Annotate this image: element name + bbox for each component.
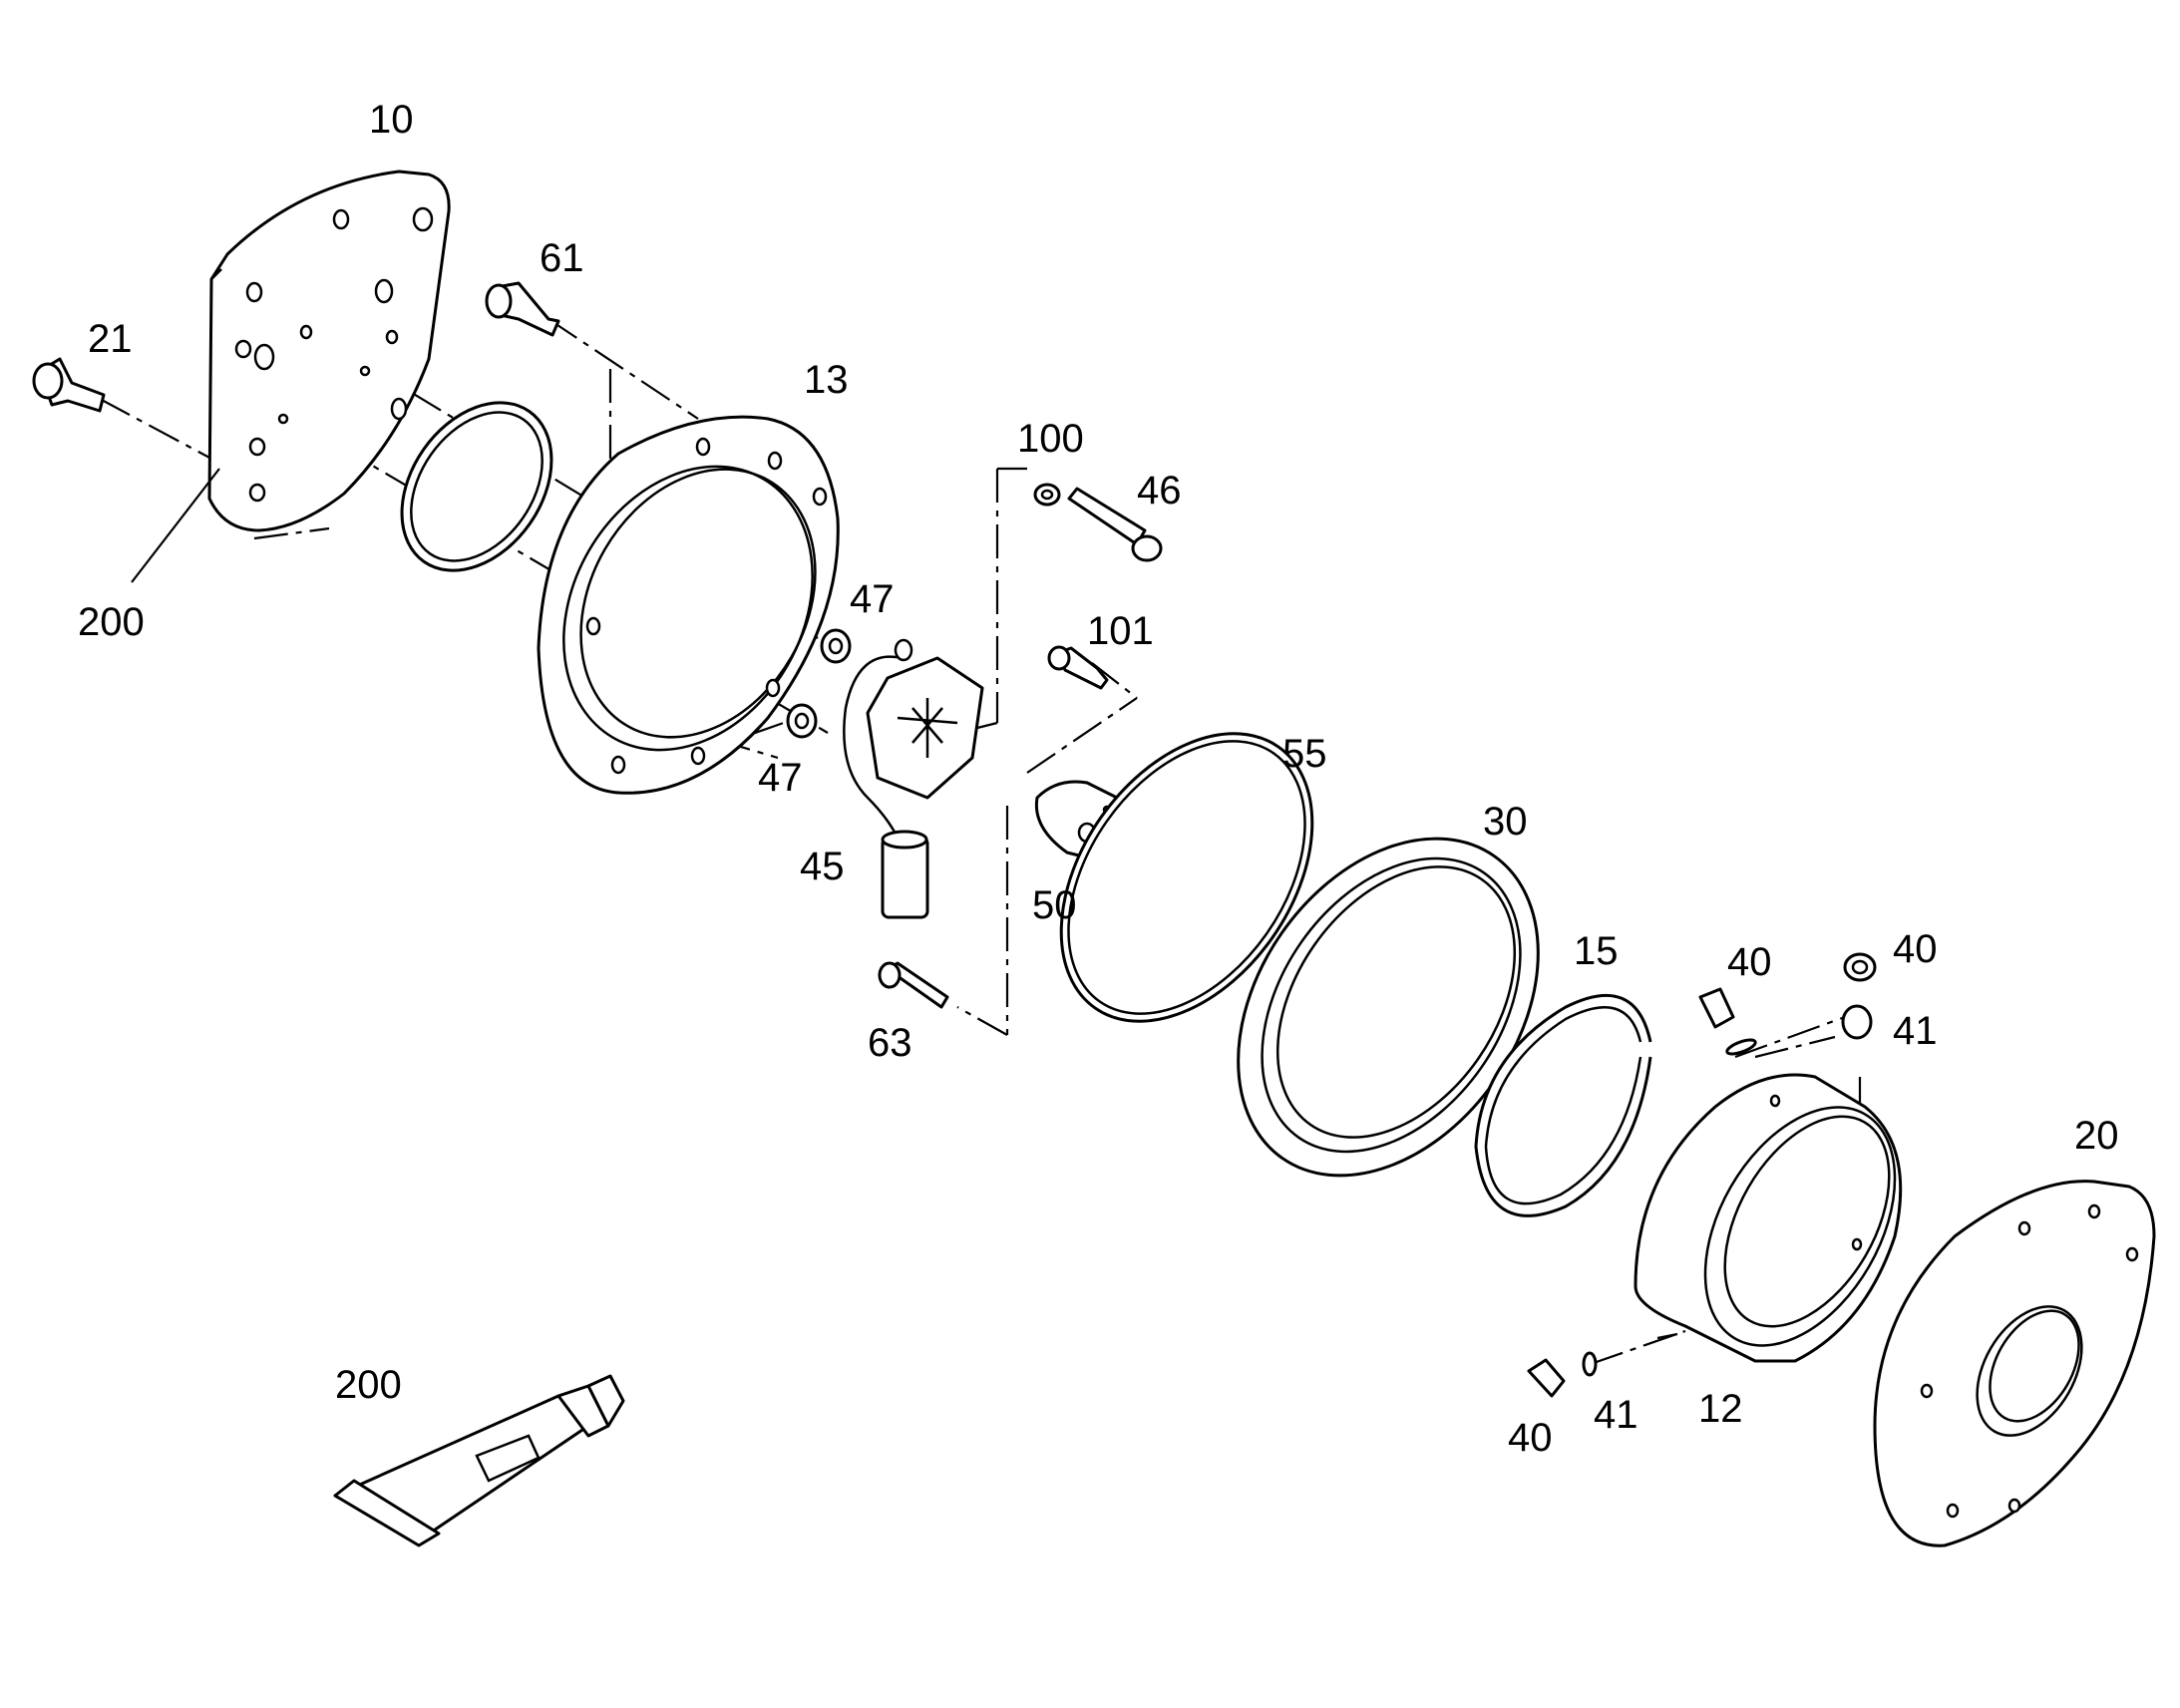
- split-ring-part-15: [1474, 993, 1652, 1217]
- callout-10: 10: [369, 98, 414, 142]
- callout-12: 12: [1698, 1387, 1743, 1431]
- end-cover-part-20: [1873, 1180, 2156, 1547]
- callout-41-upper: 41: [1893, 1009, 1938, 1053]
- callout-46: 46: [1137, 469, 1182, 512]
- callout-63: 63: [868, 1021, 912, 1065]
- callout-21: 21: [88, 317, 133, 361]
- callout-50: 50: [1032, 883, 1077, 927]
- callout-45: 45: [800, 845, 845, 888]
- bushing-part-47-upper: [820, 628, 852, 664]
- callout-100: 100: [1017, 417, 1084, 461]
- callout-40-upper-left: 40: [1727, 940, 1772, 984]
- seal-part-41-lower: [1582, 1351, 1598, 1377]
- housing-part-12: [1634, 1073, 1903, 1363]
- callout-200-oring: 200: [78, 600, 145, 644]
- seal-part-41-upper-right: [1841, 1004, 1873, 1040]
- screw-part-63: [878, 961, 949, 1009]
- assembly-center-lines: [99, 318, 1862, 1366]
- callout-30: 30: [1483, 800, 1528, 844]
- callout-47-upper: 47: [850, 577, 895, 621]
- callout-61: 61: [540, 236, 584, 280]
- plug-part-40-lower: [1527, 1358, 1566, 1398]
- leader-lines: [131, 468, 1678, 1340]
- flange-housing-part-13: [537, 415, 840, 795]
- plug-part-40-upper-right: [1843, 952, 1877, 982]
- grease-tube-part-200: [333, 1374, 625, 1547]
- callout-47-lower: 47: [758, 756, 803, 800]
- bushing-part-47-lower: [786, 703, 818, 739]
- callout-20: 20: [2074, 1114, 2119, 1158]
- callout-101: 101: [1087, 609, 1154, 653]
- callout-13: 13: [804, 358, 849, 402]
- seal-part-41-upper-left: [1725, 1038, 1757, 1056]
- callout-40-lower: 40: [1508, 1416, 1553, 1460]
- callout-41-lower: 41: [1594, 1393, 1638, 1437]
- sensor-module-part-45: [843, 638, 984, 919]
- screw-part-61: [485, 281, 560, 337]
- plug-part-40-upper-left: [1698, 987, 1735, 1029]
- o-ring-part-55: [1059, 732, 1314, 1023]
- washer-part-100: [1033, 483, 1061, 507]
- callout-40-upper-right: 40: [1893, 927, 1938, 971]
- screw-part-101: [1047, 645, 1109, 690]
- screw-part-21: [32, 357, 106, 413]
- o-ring-part-200: [400, 401, 553, 572]
- callout-200-tube: 200: [335, 1363, 402, 1407]
- cap-screw-part-46: [1067, 487, 1163, 562]
- cover-plate-part-10: [207, 170, 451, 532]
- callout-15: 15: [1574, 929, 1619, 973]
- callout-labels: 10 61 21 13 200 100 46 47 101 47 55 45 3…: [78, 98, 2119, 1460]
- callout-55: 55: [1282, 732, 1327, 776]
